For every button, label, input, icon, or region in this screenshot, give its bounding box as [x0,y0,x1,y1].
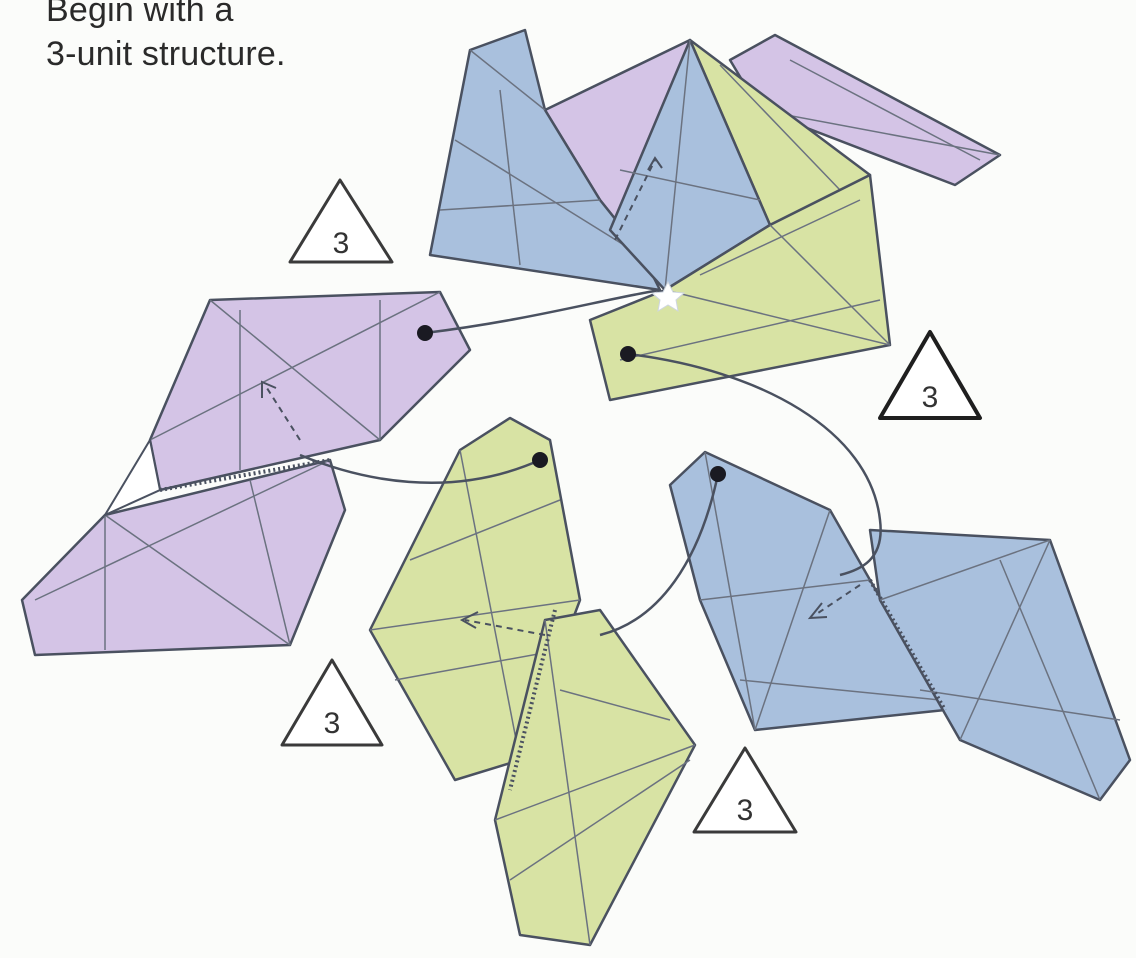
connector-dot-purple [417,325,433,341]
step-badge-top-left: 3 [290,180,392,262]
step-badge-label: 3 [737,794,754,827]
top-assembly [430,30,1000,400]
step-badge-bottom-center: 3 [694,748,796,832]
step-badge-right: 3 [880,332,980,418]
connector-dot-blue [710,466,726,482]
step-badge-bottom-left: 3 [282,660,382,745]
purple-unit-lower [22,460,345,655]
connector-dot-green-top [620,346,636,362]
blue-unit [670,452,1130,800]
step-badge-label: 3 [333,227,350,260]
step-badge-label: 3 [324,707,341,740]
green-unit [370,418,695,945]
step-badge-label: 3 [922,381,939,414]
connector-dot-green-center [532,452,548,468]
